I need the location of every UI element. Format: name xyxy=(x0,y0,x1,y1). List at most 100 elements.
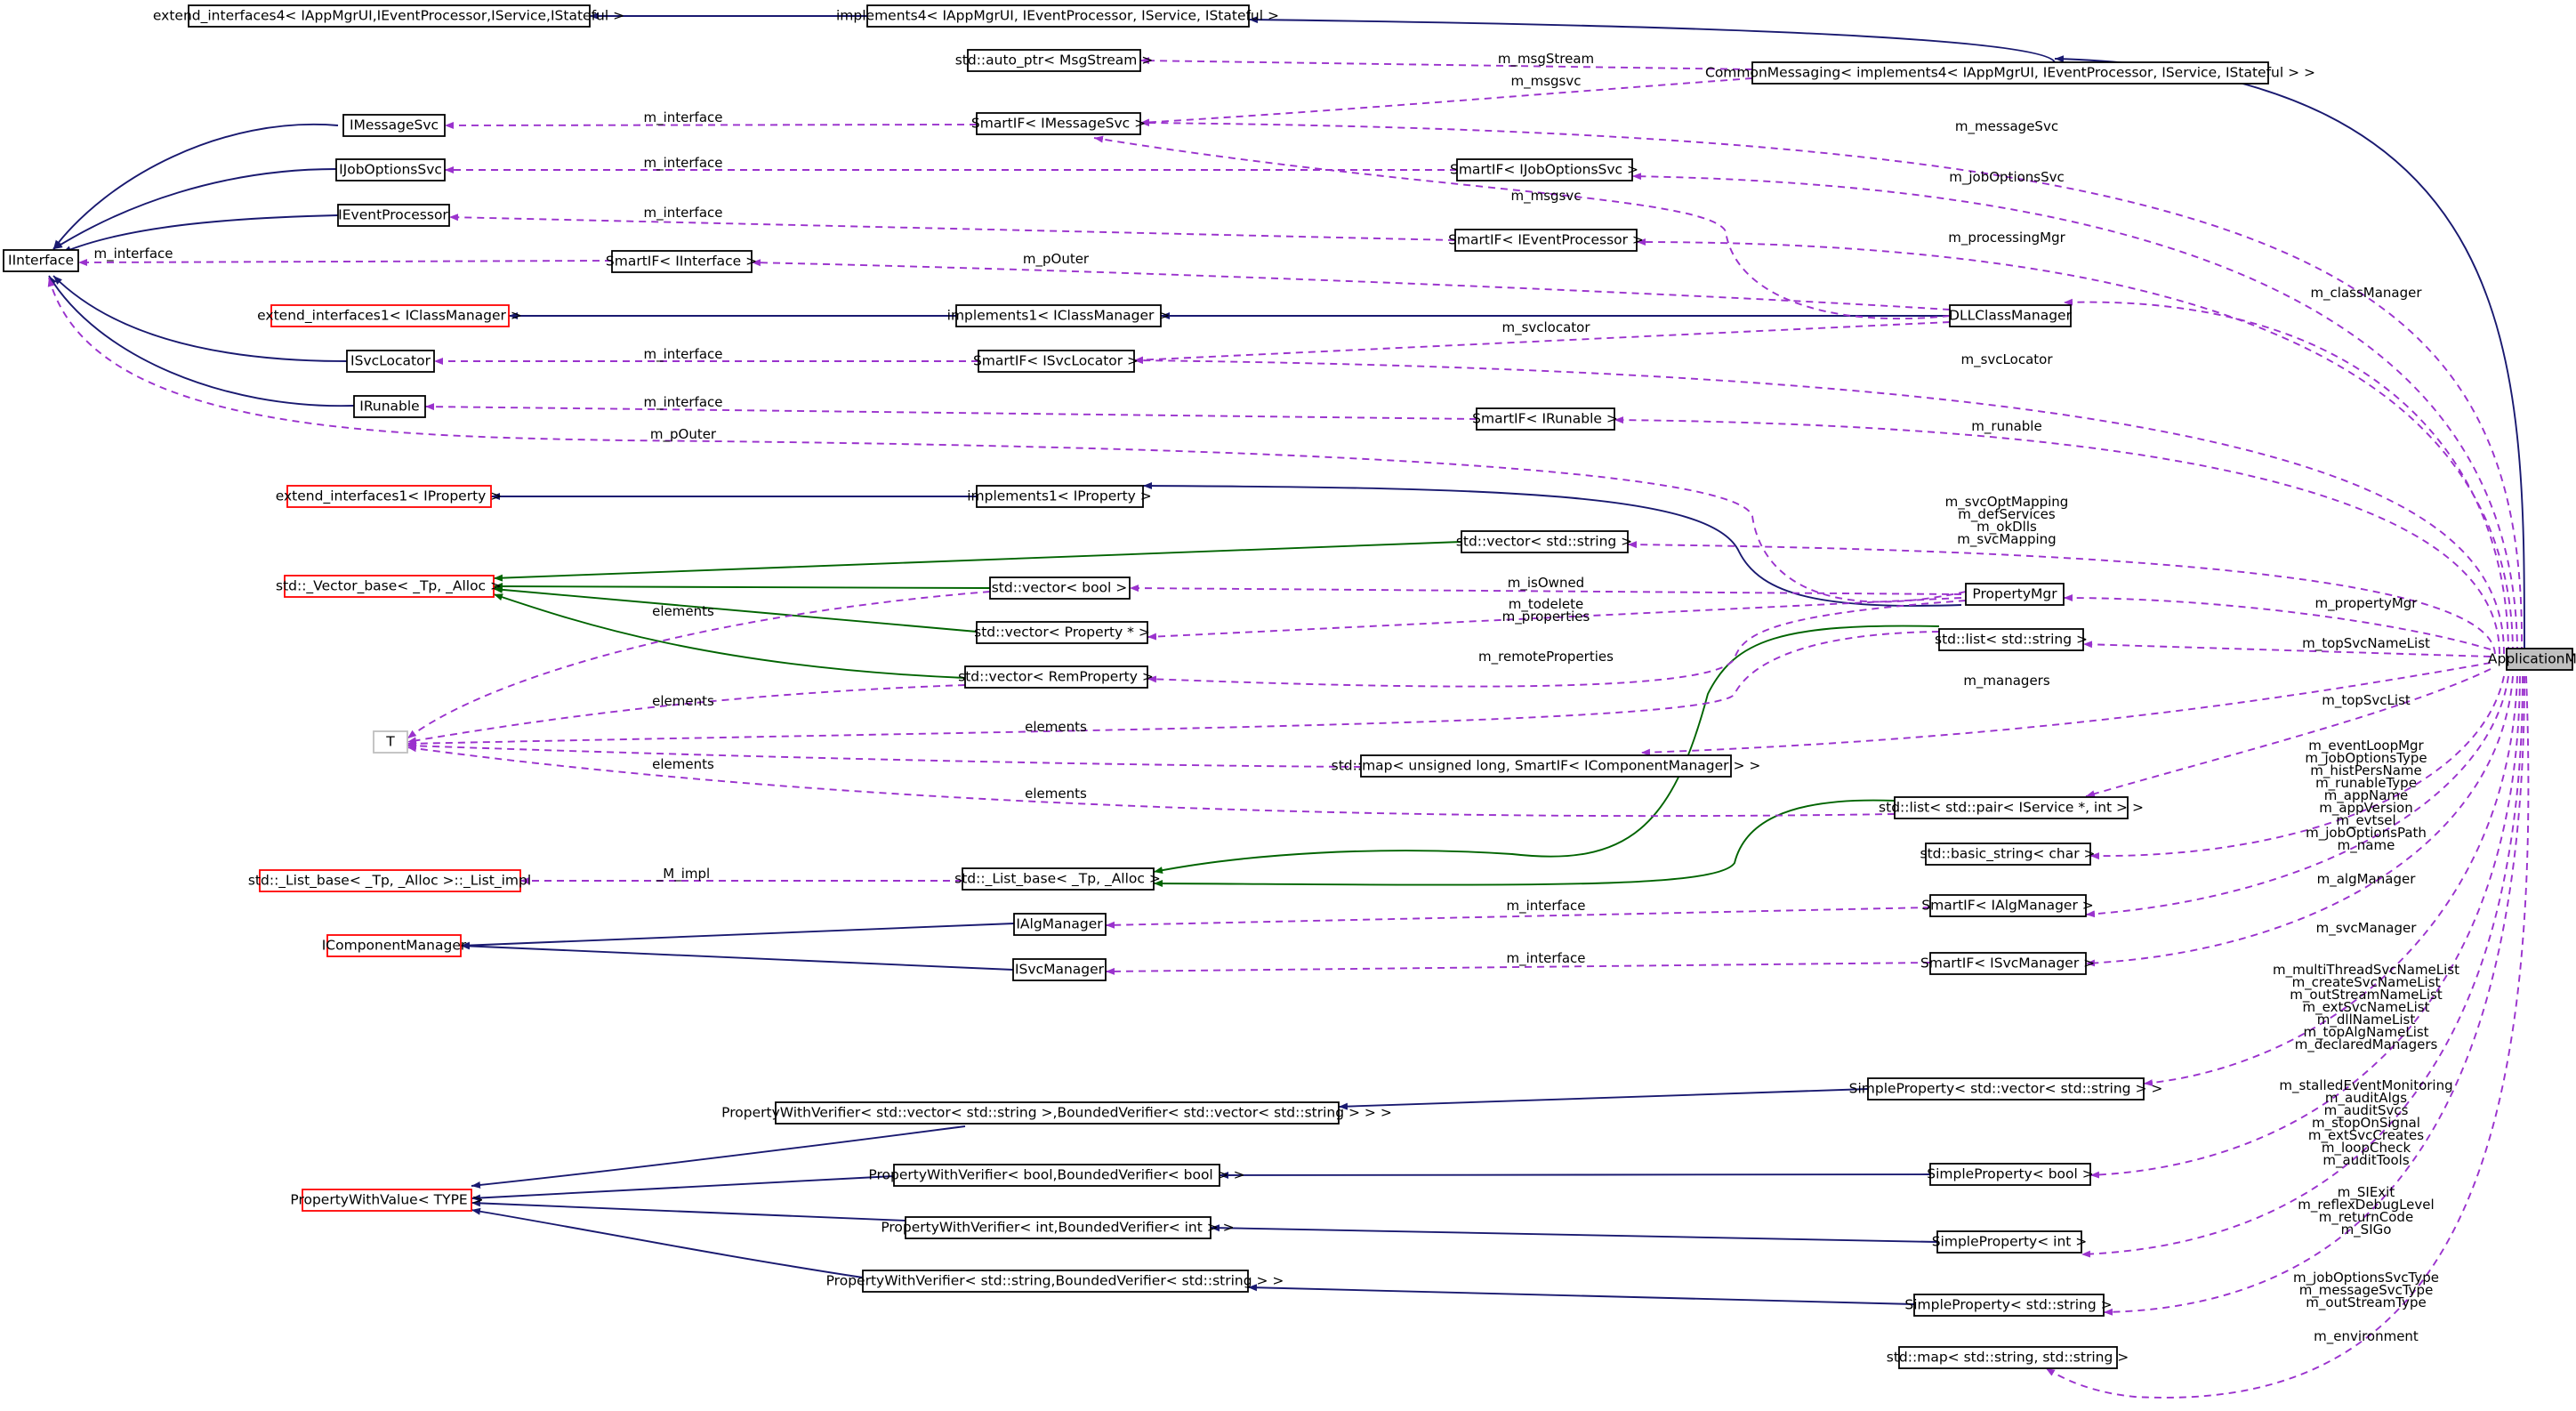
node-applicationmgr[interactable]: ApplicationMgr xyxy=(2488,648,2576,671)
svg-text:std::map< unsigned long, Smart: std::map< unsigned long, SmartIF< ICompo… xyxy=(1332,758,1761,774)
edge-vecstring-vecbase xyxy=(493,541,1462,582)
node-smartif-irunable[interactable]: SmartIF< IRunable > xyxy=(1472,407,1618,431)
edge-propmgr-vecprop xyxy=(1147,597,1962,641)
node-propertywithvalue[interactable]: PropertyWithValue< TYPE > xyxy=(290,1189,484,1212)
svg-text:extend_interfaces1< IClassMana: extend_interfaces1< IClassManager > xyxy=(257,308,522,325)
svg-text:extend_interfaces1< IProperty: extend_interfaces1< IProperty > xyxy=(276,488,503,505)
edge-ialg-icomp xyxy=(460,923,1015,949)
node-commonmessaging[interactable]: CommonMessaging< implements4< IAppMgrUI,… xyxy=(1705,61,2315,85)
svg-text:std::list< std::pair< IService: std::list< std::pair< IService *, int > … xyxy=(1879,800,2144,816)
node-extend-interfaces1-iclassmanager[interactable]: extend_interfaces1< IClassManager > xyxy=(257,304,522,327)
label-elements-2: elements xyxy=(652,693,714,709)
node-smartif-ialgmanager[interactable]: SmartIF< IAlgManager > xyxy=(1921,894,2094,917)
node-pwv-string[interactable]: PropertyWithVerifier< std::string,Bounde… xyxy=(826,1270,1284,1293)
edge-isvcmgr-icomp xyxy=(460,942,1014,971)
node-vector-base[interactable]: std::_Vector_base< _Tp, _Alloc > xyxy=(276,575,502,598)
label-spv-7: m_declaredManagers xyxy=(2295,1036,2438,1053)
label-m-runable: m_runable xyxy=(1971,418,2041,435)
node-pwv-bool[interactable]: PropertyWithVerifier< bool,BoundedVerifi… xyxy=(868,1164,1245,1187)
svg-text:IJobOptionsSvc: IJobOptionsSvc xyxy=(339,162,442,178)
node-smartif-iinterface[interactable]: SmartIF< IInterface > xyxy=(606,250,757,273)
edge-app-smartijob xyxy=(1631,173,2518,655)
edge-spi-pwvint xyxy=(1210,1224,1938,1243)
node-list-impl[interactable]: std::_List_base< _Tp, _Alloc >::_List_im… xyxy=(248,869,531,892)
node-t[interactable]: T xyxy=(373,730,408,754)
node-isvcmanager[interactable]: ISvcManager xyxy=(1012,958,1107,981)
edge-app-smartialg xyxy=(2085,675,2509,918)
edge-labels-layer: m_msgStream m_msgsvc m_interface m_messa… xyxy=(93,51,2459,1345)
node-iinterface[interactable]: IInterface xyxy=(3,249,79,272)
node-icomponentmanager[interactable]: IComponentManager xyxy=(322,934,467,957)
label-m-propertymgr: m_propertyMgr xyxy=(2315,595,2419,612)
label-spb-3: m_auditSvcs xyxy=(2324,1102,2409,1119)
node-vector-string[interactable]: std::vector< std::string > xyxy=(1456,530,1632,553)
label-m-svclocator: m_svclocator xyxy=(1501,319,1590,336)
node-list-base[interactable]: std::_List_base< _Tp, _Alloc > xyxy=(954,867,1161,891)
label-m-remoteproperties: m_remoteProperties xyxy=(1478,649,1614,665)
node-implements4[interactable]: implements4< IAppMgrUI, IEventProcessor,… xyxy=(836,4,1279,28)
node-implements1-iproperty[interactable]: implements1< IProperty > xyxy=(967,485,1152,508)
node-smartif-isvclocator[interactable]: SmartIF< ISvcLocator > xyxy=(973,350,1139,373)
node-dllclassmanager[interactable]: DLLClassManager xyxy=(1949,304,2073,327)
node-vector-property[interactable]: std::vector< Property * > xyxy=(974,621,1150,644)
node-imessagesvc[interactable]: IMessageSvc xyxy=(342,114,446,137)
label-spb-7: m_auditTools xyxy=(2322,1152,2410,1169)
node-simpleproperty-string[interactable]: SimpleProperty< std::string > xyxy=(1904,1294,2113,1317)
label-spb-4: m_stopOnSignal xyxy=(2312,1115,2420,1132)
edge-vecrem-vecbase xyxy=(493,593,966,679)
node-basic-string[interactable]: std::basic_string< char > xyxy=(1920,843,2096,866)
svg-text:CommonMessaging< implements4<: CommonMessaging< implements4< IAppMgrUI,… xyxy=(1705,65,2315,81)
node-auto-ptr-msgstream[interactable]: std::auto_ptr< MsgStream > xyxy=(955,49,1154,72)
label-m-topsvcnamelist: m_topSvcNameList xyxy=(2302,635,2430,652)
node-list-pair[interactable]: std::list< std::pair< IService *, int > … xyxy=(1879,796,2144,819)
node-extend-interfaces1-iproperty[interactable]: extend_interfaces1< IProperty > xyxy=(276,485,503,508)
node-smartif-ieventprocessor[interactable]: SmartIF< IEventProcessor > xyxy=(1448,229,1644,252)
label-m-isowned: m_isOwned xyxy=(1508,575,1584,592)
node-smartif-isvcmanager[interactable]: SmartIF< ISvcManager > xyxy=(1920,952,2095,975)
svg-text:SimpleProperty< std::string >: SimpleProperty< std::string > xyxy=(1904,1297,2112,1313)
label-m-environment: m_environment xyxy=(2314,1328,2419,1345)
node-extend-interfaces4[interactable]: extend_interfaces4< IAppMgrUI,IEventProc… xyxy=(153,4,624,28)
edge-smartisvcmgr-isvcmgr xyxy=(1105,962,1931,975)
node-simpleproperty-bool[interactable]: SimpleProperty< bool > xyxy=(1927,1163,2094,1186)
node-ijoboptionssvc[interactable]: IJobOptionsSvc xyxy=(335,158,446,181)
svg-text:SmartIF< ISvcLocator >: SmartIF< ISvcLocator > xyxy=(973,353,1139,369)
node-vector-bool[interactable]: std::vector< bool > xyxy=(989,576,1131,600)
svg-text:implements1< IClassManager >: implements1< IClassManager > xyxy=(947,308,1171,324)
label-m-interface-evt: m_interface xyxy=(643,205,722,222)
node-pwv-vector[interactable]: PropertyWithVerifier< std::vector< std::… xyxy=(721,1101,1392,1125)
svg-text:implements4< IAppMgrUI, IEvent: implements4< IAppMgrUI, IEventProcessor,… xyxy=(836,8,1279,24)
label-vecstring-1: m_svcOptMapping xyxy=(1945,494,2069,511)
label-spi-4: m_SIGo xyxy=(2341,1222,2392,1238)
label-m-interface-svcmgr: m_interface xyxy=(1506,950,1585,967)
edge-propmgr-vecrem xyxy=(1147,600,1967,688)
label-m-msgsvc-top: m_msgsvc xyxy=(1511,73,1582,90)
node-smartif-imessagesvc[interactable]: SmartIF< IMessageSvc > xyxy=(971,112,1146,135)
node-simpleproperty-vector[interactable]: SimpleProperty< std::vector< std::string… xyxy=(1849,1077,2163,1101)
edge-irunable-iinterface xyxy=(48,275,355,407)
node-ieventprocessor[interactable]: IEventProcessor xyxy=(337,204,450,227)
label-m-topsvclist: m_topSvcList xyxy=(2322,692,2411,709)
node-irunable[interactable]: IRunable xyxy=(353,395,426,418)
svg-text:std::_List_base< _Tp, _Alloc >: std::_List_base< _Tp, _Alloc >::_List_im… xyxy=(248,873,531,890)
node-implements1-iclassmanager[interactable]: implements1< IClassManager > xyxy=(947,304,1171,327)
node-pwv-int[interactable]: PropertyWithVerifier< int,BoundedVerifie… xyxy=(881,1216,1235,1239)
node-propertymgr[interactable]: PropertyMgr xyxy=(1965,583,2065,606)
node-map-componentmanager[interactable]: std::map< unsigned long, SmartIF< ICompo… xyxy=(1332,754,1761,778)
svg-text:std::vector< bool >: std::vector< bool > xyxy=(992,580,1128,596)
label-spb-6: m_loopCheck xyxy=(2322,1140,2411,1157)
node-vector-remproperty[interactable]: std::vector< RemProperty > xyxy=(958,665,1154,689)
label-vecstring-4: m_svcMapping xyxy=(1957,531,2056,548)
svg-text:extend_interfaces4< IAppMgrUI,: extend_interfaces4< IAppMgrUI,IEventProc… xyxy=(153,8,624,25)
label-m-joboptionssvc: m_jobOptionsSvc xyxy=(1949,169,2065,186)
edge-app-dll xyxy=(2063,298,2509,655)
node-list-string[interactable]: std::list< std::string > xyxy=(1935,628,2088,651)
node-smartif-ijoboptionssvc[interactable]: SmartIF< IJobOptionsSvc > xyxy=(1450,158,1638,181)
node-map-string-string[interactable]: std::map< std::string, std::string > xyxy=(1887,1346,2129,1369)
node-ialgmanager[interactable]: IAlgManager xyxy=(1013,913,1107,936)
node-isvclocator[interactable]: ISvcLocator xyxy=(346,350,435,373)
node-simpleproperty-int[interactable]: SimpleProperty< int > xyxy=(1932,1230,2088,1254)
label-m-interface-ii: m_interface xyxy=(93,246,173,262)
edge-common-autoptr xyxy=(1139,57,1753,70)
svg-text:PropertyWithVerifier< std::str: PropertyWithVerifier< std::string,Bounde… xyxy=(826,1273,1284,1289)
